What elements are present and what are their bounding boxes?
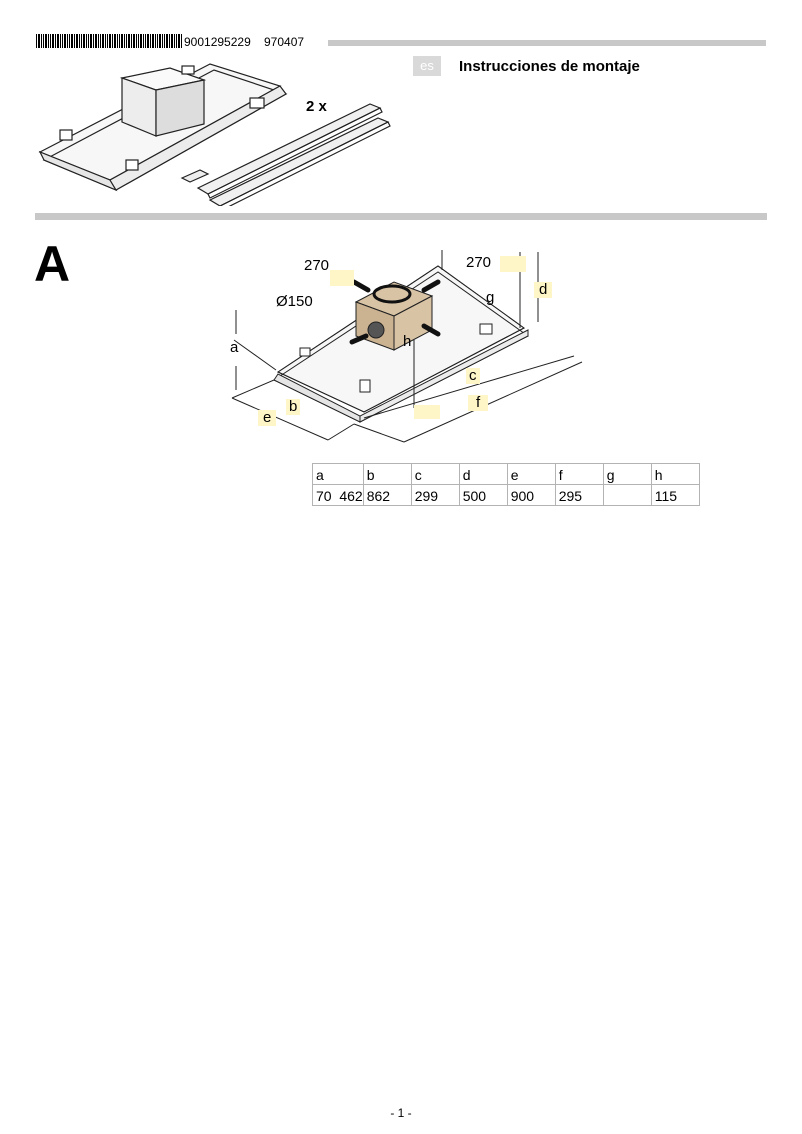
dimensions-table: a b c d e f g h 70 462 862 299 500 900 2… bbox=[312, 463, 700, 506]
table-value-cell: 299 bbox=[410, 484, 460, 506]
table-value-cell: 900 bbox=[506, 484, 556, 506]
table-value-cell: 115 bbox=[650, 484, 700, 506]
document-title: Instrucciones de montaje bbox=[459, 58, 640, 75]
table-value-cell: 70 462 bbox=[312, 484, 364, 506]
barcode-image bbox=[36, 34, 182, 48]
table-value-cell: 295 bbox=[554, 484, 604, 506]
dimension-label-diameter: Ø150 bbox=[276, 293, 313, 310]
language-badge: es bbox=[413, 56, 441, 76]
header-rule bbox=[328, 40, 766, 46]
barcode-number: 9001295229 bbox=[184, 35, 251, 49]
dimension-label-270-right: 270 bbox=[466, 254, 492, 271]
table-header-cell: b bbox=[362, 463, 412, 485]
dimension-label-f: f bbox=[468, 395, 489, 411]
dimension-label-g: g bbox=[486, 289, 495, 306]
table-header-cell: a bbox=[312, 463, 364, 485]
section-rule bbox=[35, 213, 767, 220]
dimension-label-d: d bbox=[534, 282, 553, 298]
table-value-cell bbox=[602, 484, 652, 506]
page-number: - 1 - bbox=[390, 1106, 412, 1120]
table-header-cell: g bbox=[602, 463, 652, 485]
table-value-cell: 862 bbox=[362, 484, 412, 506]
highlight-box bbox=[330, 270, 354, 286]
quantity-label: 2 x bbox=[306, 98, 327, 115]
dimension-label-a: a bbox=[230, 339, 239, 356]
table-header-cell: d bbox=[458, 463, 508, 485]
dimension-label-h: h bbox=[403, 333, 412, 350]
dimension-label-e: e bbox=[258, 410, 277, 426]
document-code: 970407 bbox=[264, 35, 305, 49]
section-letter: A bbox=[34, 236, 71, 292]
table-header-cell: e bbox=[506, 463, 556, 485]
table-header-cell: f bbox=[554, 463, 604, 485]
highlight-box bbox=[414, 405, 440, 419]
table-header-row: a b c d e f g h bbox=[312, 463, 700, 485]
hood-accessories-illustration bbox=[38, 63, 391, 206]
dimension-diagram bbox=[231, 250, 583, 443]
dimension-label-270-left: 270 bbox=[304, 257, 330, 274]
table-value-cell: 500 bbox=[458, 484, 508, 506]
dimension-label-b: b bbox=[286, 399, 301, 415]
table-header-cell: c bbox=[410, 463, 460, 485]
table-row: 70 462 862 299 500 900 295 115 bbox=[312, 484, 700, 506]
table-header-cell: h bbox=[650, 463, 700, 485]
highlight-box bbox=[500, 256, 526, 272]
value-a: 70 bbox=[316, 488, 332, 504]
dimension-label-c: c bbox=[466, 368, 480, 384]
value-b: 462 bbox=[339, 488, 363, 504]
